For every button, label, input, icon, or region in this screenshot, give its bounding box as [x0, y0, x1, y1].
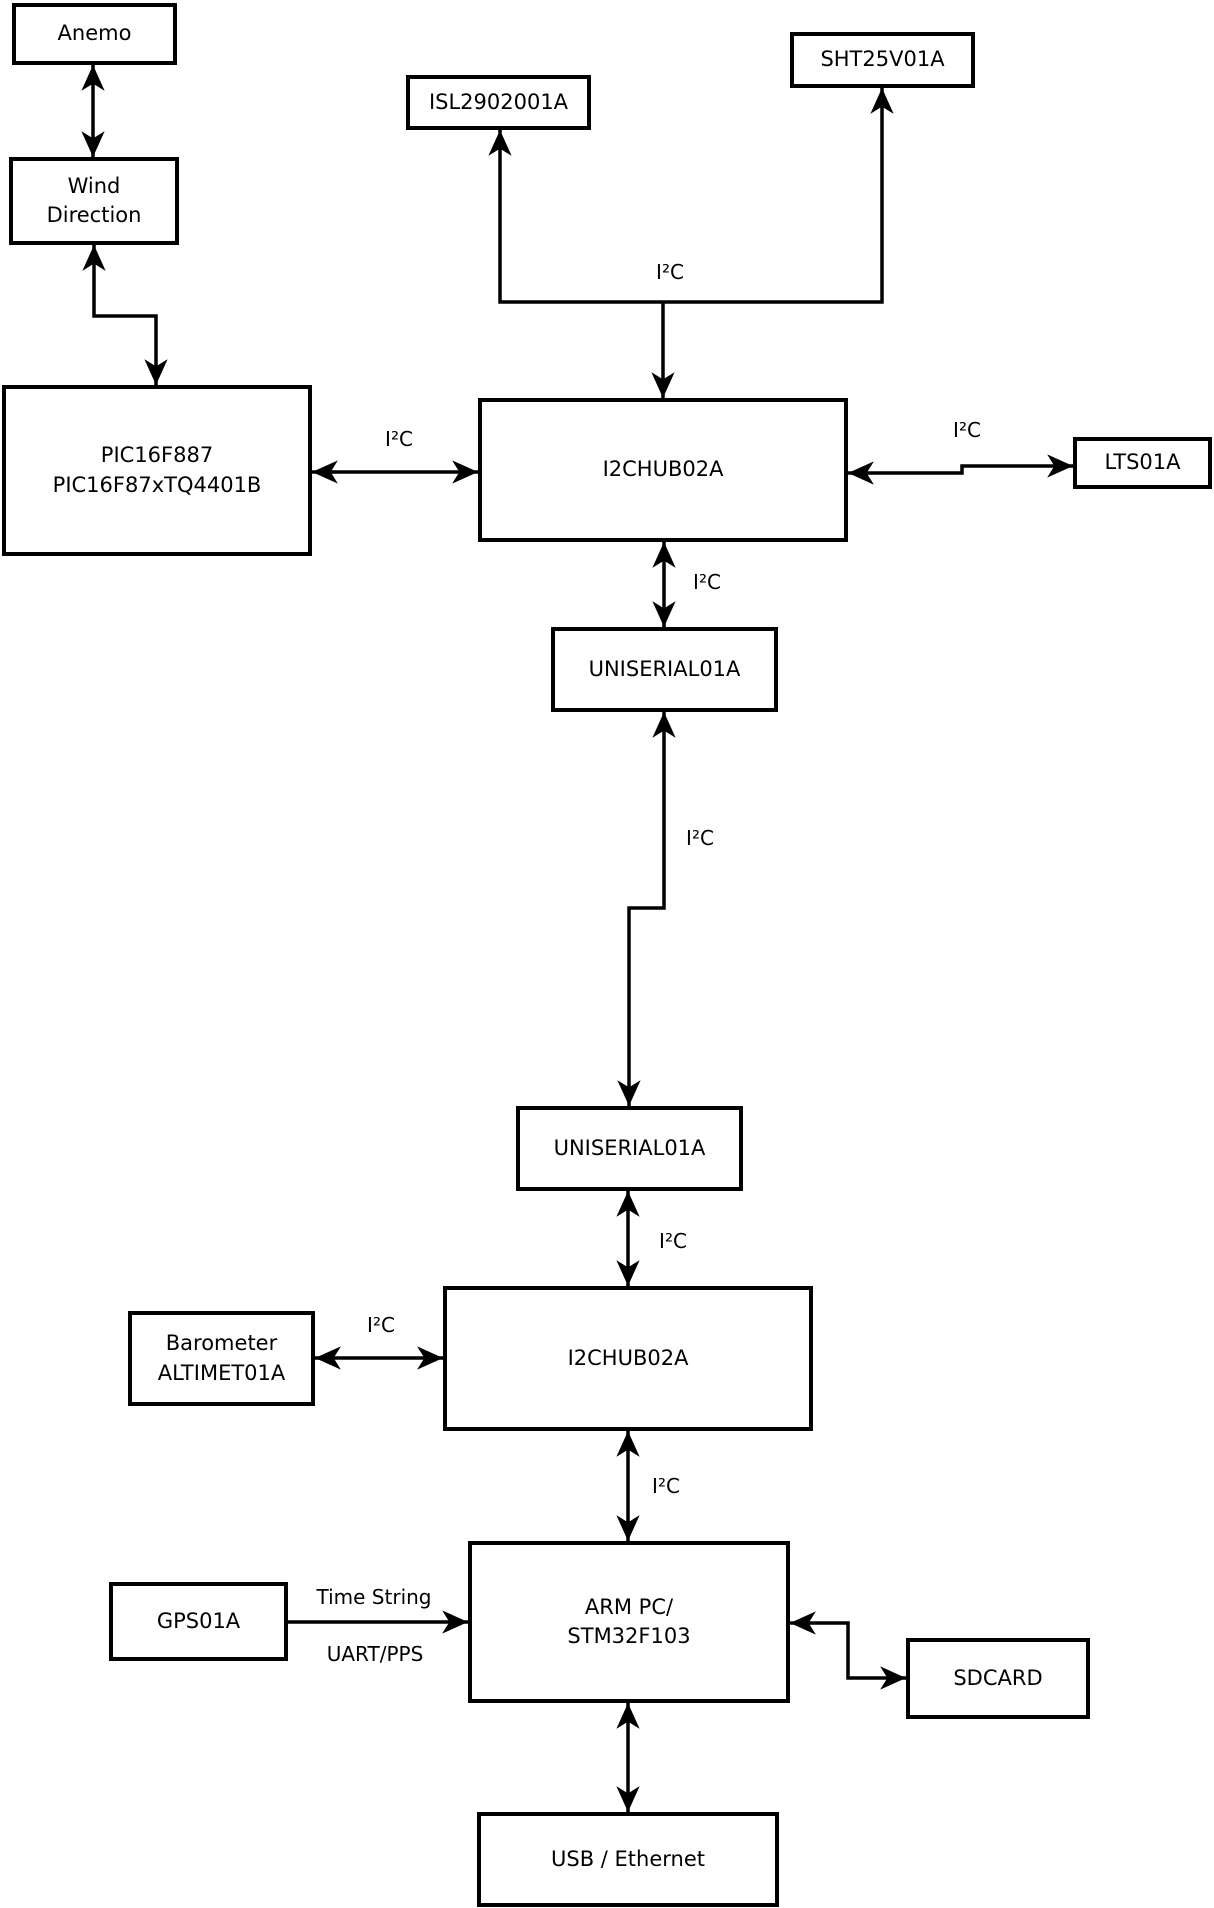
- node-usb-ethernet-label-line: USB / Ethernet: [551, 1846, 705, 1871]
- node-arm-pc-stm32f103-label-line: STM32F103: [567, 1624, 691, 1648]
- node-uniserial01a-top: UNISERIAL01A: [551, 627, 778, 712]
- node-arm-pc-stm32f103-label-line: ARM PC/: [584, 1594, 674, 1619]
- edge-label-i2c-hub2-arm: I²C: [652, 1474, 680, 1498]
- node-uniserial01a-bottom: UNISERIAL01A: [516, 1106, 743, 1191]
- edge-isl-sht-trunk: [488, 88, 894, 304]
- node-i2chub02a-top: I2CHUB02A: [478, 398, 848, 542]
- node-pic16f887-label-line: PIC16F887: [100, 443, 214, 468]
- node-uniserial01a-top-label-line: UNISERIAL01A: [588, 656, 741, 681]
- node-usb-ethernet: USB / Ethernet: [477, 1812, 779, 1907]
- node-isl2902001a-label-line: ISL2902001A: [428, 89, 569, 114]
- node-i2chub02a-top-label-line: I2CHUB02A: [602, 457, 724, 482]
- node-lts01a-label-line: LTS01A: [1104, 450, 1181, 475]
- node-wind-direction-label-line: Wind: [67, 173, 121, 198]
- node-pic16f887-label-line: PIC16F87xTQ4401B: [52, 472, 262, 497]
- node-wind-direction-label-line: Direction: [46, 203, 142, 227]
- edge-label-i2c-barometer-hub2: I²C: [367, 1313, 395, 1337]
- node-i2chub02a-bottom-label-line: I2CHUB02A: [567, 1345, 689, 1370]
- node-lts01a: LTS01A: [1073, 437, 1212, 489]
- node-anemo: Anemo: [12, 3, 177, 65]
- edge-label-i2c-hub1-lts: I²C: [953, 418, 981, 442]
- node-gps01a-label-line: GPS01A: [156, 1608, 241, 1633]
- edge-label-i2c-pic-hub1: I²C: [385, 427, 413, 451]
- edge-label-uart-pps: UART/PPS: [326, 1642, 424, 1666]
- node-uniserial01a-bottom-label-line: UNISERIAL01A: [553, 1135, 706, 1160]
- edge-arm-sdcard: [790, 1611, 906, 1690]
- node-sht25v01a: SHT25V01A: [790, 32, 975, 88]
- node-sdcard-label-line: SDCARD: [953, 1665, 1043, 1690]
- node-anemo-label-line: Anemo: [57, 21, 132, 46]
- node-sdcard: SDCARD: [906, 1638, 1090, 1719]
- node-arm-pc-stm32f103: ARM PC/STM32F103: [468, 1541, 790, 1703]
- node-i2chub02a-bottom: I2CHUB02A: [443, 1286, 813, 1431]
- edge-label-i2c-trunk: I²C: [656, 260, 684, 284]
- edge-label-i2c-hub1-uniserial1: I²C: [693, 570, 721, 594]
- node-barometer-altimet01a-label-line: Barometer: [165, 1331, 278, 1356]
- node-barometer-altimet01a-label-line: ALTIMET01A: [157, 1360, 286, 1385]
- node-gps01a: GPS01A: [109, 1582, 288, 1661]
- edge-label-i2c-uniserial2-hub2: I²C: [659, 1229, 687, 1253]
- edge-uniserial1-uniserial2: [617, 712, 676, 1106]
- edge-label-time-string: Time String: [316, 1585, 432, 1609]
- edge-wind-pic: [82, 245, 168, 385]
- edge-label-i2c-uniserial1-uniserial2: I²C: [686, 826, 714, 850]
- node-isl2902001a: ISL2902001A: [406, 75, 591, 130]
- node-sht25v01a-label-line: SHT25V01A: [820, 47, 945, 72]
- edge-hub1-lts: [848, 454, 1073, 485]
